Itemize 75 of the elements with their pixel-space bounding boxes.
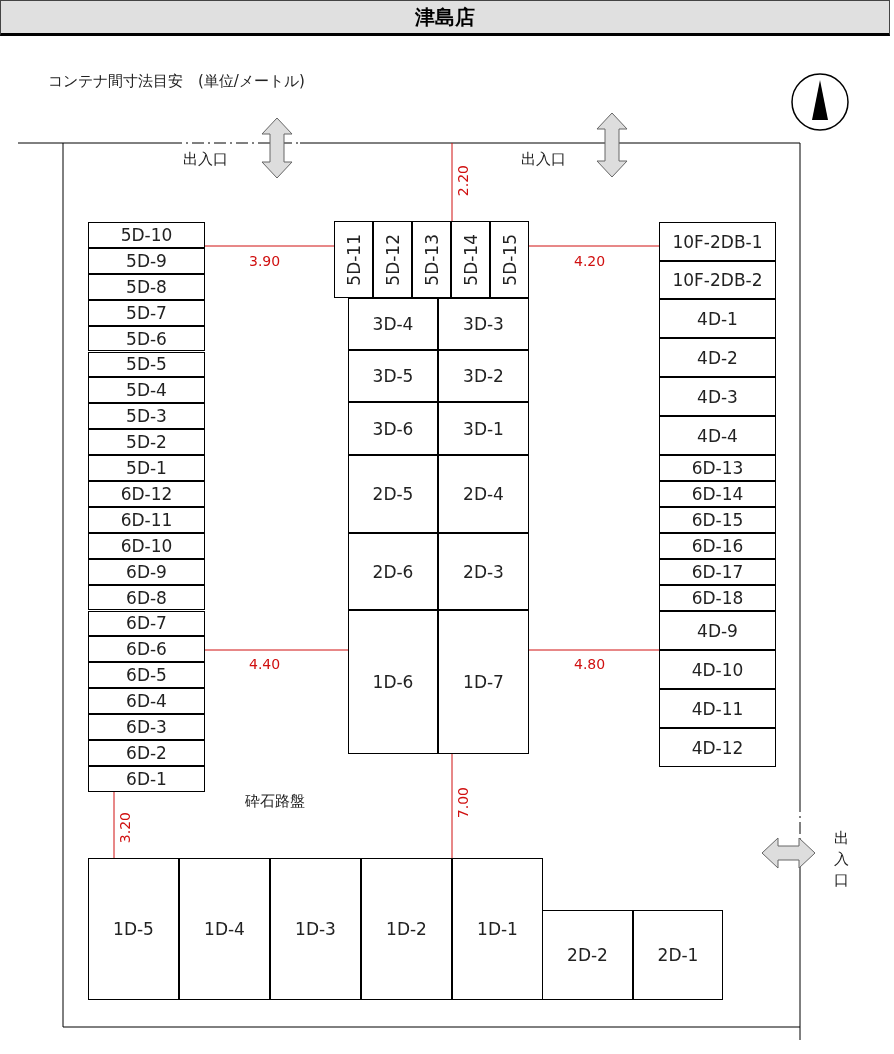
storage-unit: 3D-3 (438, 298, 529, 350)
storage-unit: 10F-2DB-2 (659, 261, 776, 299)
storage-unit: 6D-13 (659, 455, 776, 481)
storage-unit: 6D-2 (88, 740, 205, 766)
storage-unit: 1D-6 (348, 610, 438, 754)
storage-unit: 4D-10 (659, 650, 776, 689)
title-text: 津島店 (0, 0, 890, 36)
storage-unit: 6D-6 (88, 636, 205, 663)
storage-unit: 6D-8 (88, 584, 205, 611)
storage-unit: 3D-5 (348, 350, 438, 402)
surface-label: 砕石路盤 (245, 792, 305, 811)
storage-unit: 6D-10 (88, 532, 205, 559)
storage-unit: 6D-18 (659, 585, 776, 611)
storage-unit: 6D-1 (88, 765, 205, 792)
storage-unit: 3D-4 (348, 298, 438, 350)
entrance-label: 出入口 (183, 150, 228, 169)
storage-unit: 4D-2 (659, 338, 776, 377)
storage-unit: 6D-15 (659, 507, 776, 533)
storage-unit: 6D-7 (88, 610, 205, 637)
storage-unit: 3D-1 (438, 402, 529, 455)
storage-unit: 5D-11 (334, 221, 373, 298)
storage-unit: 1D-2 (361, 858, 452, 1000)
storage-unit: 4D-3 (659, 377, 776, 416)
storage-unit: 2D-3 (438, 533, 529, 610)
storage-unit: 2D-6 (348, 533, 438, 610)
storage-unit: 1D-7 (438, 610, 529, 754)
storage-unit: 1D-1 (452, 858, 543, 1000)
storage-unit: 3D-2 (438, 350, 529, 402)
storage-unit: 2D-5 (348, 455, 438, 533)
storage-unit: 3D-6 (348, 402, 438, 455)
storage-unit: 4D-12 (659, 728, 776, 767)
storage-unit: 6D-4 (88, 688, 205, 715)
entrance-label: 出入口 (833, 828, 849, 891)
dimension-label: 2.20 (455, 165, 471, 197)
storage-unit: 5D-8 (88, 273, 205, 300)
storage-unit: 4D-11 (659, 689, 776, 728)
storage-unit: 5D-13 (412, 221, 451, 298)
storage-unit: 5D-6 (88, 325, 205, 352)
storage-unit: 6D-17 (659, 559, 776, 585)
storage-unit: 6D-5 (88, 662, 205, 689)
storage-unit: 1D-5 (88, 858, 179, 1000)
storage-unit: 4D-1 (659, 299, 776, 338)
storage-unit: 5D-9 (88, 247, 205, 274)
storage-unit: 5D-14 (451, 221, 490, 298)
storage-unit: 5D-1 (88, 455, 205, 481)
storage-unit: 6D-14 (659, 481, 776, 507)
storage-unit: 2D-4 (438, 455, 529, 533)
storage-unit: 1D-3 (270, 858, 361, 1000)
storage-unit: 4D-9 (659, 611, 776, 650)
entrance-label: 出入口 (521, 150, 566, 169)
storage-unit: 10F-2DB-1 (659, 222, 776, 261)
storage-unit: 6D-3 (88, 714, 205, 740)
storage-unit: 5D-7 (88, 299, 205, 326)
storage-unit: 5D-15 (490, 221, 529, 298)
dimension-label: 4.20 (574, 253, 606, 269)
storage-unit: 6D-16 (659, 533, 776, 559)
storage-unit: 5D-4 (88, 377, 205, 404)
storage-unit: 5D-3 (88, 403, 205, 430)
dimension-label: 4.80 (574, 656, 606, 672)
storage-unit: 2D-1 (633, 910, 723, 1000)
storage-unit: 4D-4 (659, 416, 776, 455)
storage-unit: 2D-2 (542, 910, 633, 1000)
dimension-label: 3.20 (117, 812, 133, 844)
storage-unit: 6D-9 (88, 558, 205, 585)
storage-unit: 5D-2 (88, 429, 205, 456)
note-text: コンテナ間寸法目安 (単位/メートル) (48, 72, 305, 91)
storage-unit: 6D-11 (88, 506, 205, 533)
storage-unit: 5D-12 (373, 221, 412, 298)
storage-unit: 1D-4 (179, 858, 270, 1000)
dimension-label: 3.90 (249, 253, 281, 269)
dimension-label: 7.00 (455, 787, 471, 819)
storage-unit: 5D-5 (88, 351, 205, 378)
storage-unit: 6D-12 (88, 481, 205, 507)
storage-unit: 5D-10 (88, 222, 205, 248)
dimension-label: 4.40 (249, 656, 281, 672)
